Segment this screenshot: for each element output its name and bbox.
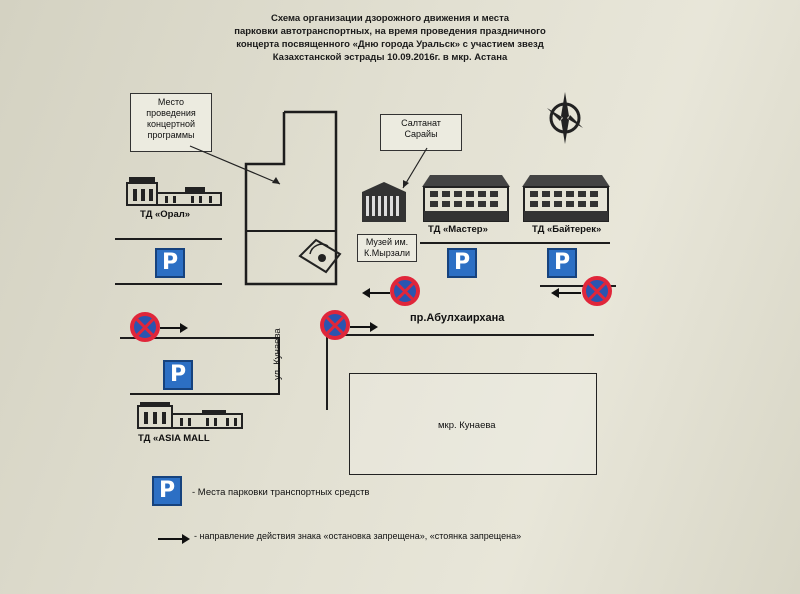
no-stopping-sign-abulkhair — [320, 310, 350, 340]
compass-icon — [547, 92, 583, 144]
kunaev-district-block: мкр. Кунаева — [349, 373, 597, 475]
concert-venue-outline — [244, 110, 338, 286]
no-stopping-sign-right — [582, 276, 612, 306]
road-line-oral-top — [115, 238, 222, 240]
title-line-4: Казахстанской эстрады 10.09.2016г. в мкр… — [272, 52, 508, 63]
legend-parking-text: - Места парковки транспортных средств — [192, 487, 370, 498]
scheme-title: Схема организации дзорожного движения и … — [170, 12, 610, 64]
museum-callout: Музей им. К.Мырзали — [357, 234, 417, 262]
concert-venue-callout: Место проведения концертной программы — [130, 93, 212, 152]
legend-arrow-text: - направление действия знака «остановка … — [194, 531, 522, 541]
road-line-asia-top — [120, 337, 280, 339]
street-abulkhair-label: пр.Абулхаирхана — [410, 312, 505, 324]
museum-callout-line-1: Музей им. — [365, 237, 409, 247]
td-baiterek-label: ТД «Байтерек» — [532, 224, 602, 235]
museum-callout-line-2: К.Мырзали — [363, 248, 411, 258]
title-line-2: парковки автотранспортных, на время пров… — [234, 26, 546, 37]
saltanat-callout-line-1: Салтанат — [401, 118, 441, 128]
td-asia-mall-building-icon — [137, 402, 243, 429]
td-master-label: ТД «Мастер» — [428, 224, 488, 235]
saltanat-callout-line-2: Сарайы — [404, 129, 438, 139]
td-asia-mall-label: ТД «ASIA MALL — [138, 433, 210, 444]
parking-sign-master: P — [447, 248, 477, 278]
direction-arrow-left — [160, 323, 188, 333]
concert-callout-line-3: концертной — [146, 119, 195, 129]
concert-callout-pointer — [189, 145, 281, 185]
parking-sign-oral: P — [155, 248, 185, 278]
road-line-right-top — [420, 242, 610, 244]
td-oral-building-icon — [126, 177, 222, 206]
concert-callout-line-4: программы — [147, 130, 195, 140]
saltanat-callout-pointer — [402, 147, 428, 189]
title-line-1: Схема организации дзорожного движения и … — [270, 13, 510, 24]
kunaev-district-label: мкр. Кунаева — [438, 420, 496, 431]
road-line-right-bottom — [540, 285, 616, 287]
parking-sign-legend: P — [152, 476, 182, 506]
concert-callout-line-1: Место — [157, 97, 185, 107]
road-line-asia-bottom — [130, 393, 280, 395]
street-kunaev-label: ул. Кунаева — [272, 328, 283, 380]
road-line-kunaev-vertical — [326, 336, 328, 410]
legend-arrow — [158, 534, 190, 544]
parking-sign-asia: P — [163, 360, 193, 390]
td-master-building-icon — [422, 175, 510, 222]
td-oral-label: ТД «Орал» — [140, 209, 191, 220]
no-stopping-sign-center — [390, 276, 420, 306]
road-line-oral-bottom — [115, 283, 222, 285]
direction-arrow-center — [362, 288, 390, 298]
no-stopping-sign-left — [130, 312, 160, 342]
direction-arrow-abulkhair — [350, 322, 378, 332]
title-line-3: концерта посвященного «Дню города Уральс… — [236, 39, 544, 50]
td-baiterek-building-icon — [522, 175, 610, 222]
museum-stage-icon — [298, 238, 342, 274]
saltanat-palace-icon — [362, 182, 406, 222]
saltanat-callout: Салтанат Сарайы — [380, 114, 462, 151]
parking-sign-baiterek: P — [547, 248, 577, 278]
direction-arrow-right — [551, 288, 581, 298]
road-line-asia-vertical — [278, 337, 280, 395]
road-line-abulkhair — [326, 334, 594, 336]
concert-callout-line-2: проведения — [146, 108, 196, 118]
